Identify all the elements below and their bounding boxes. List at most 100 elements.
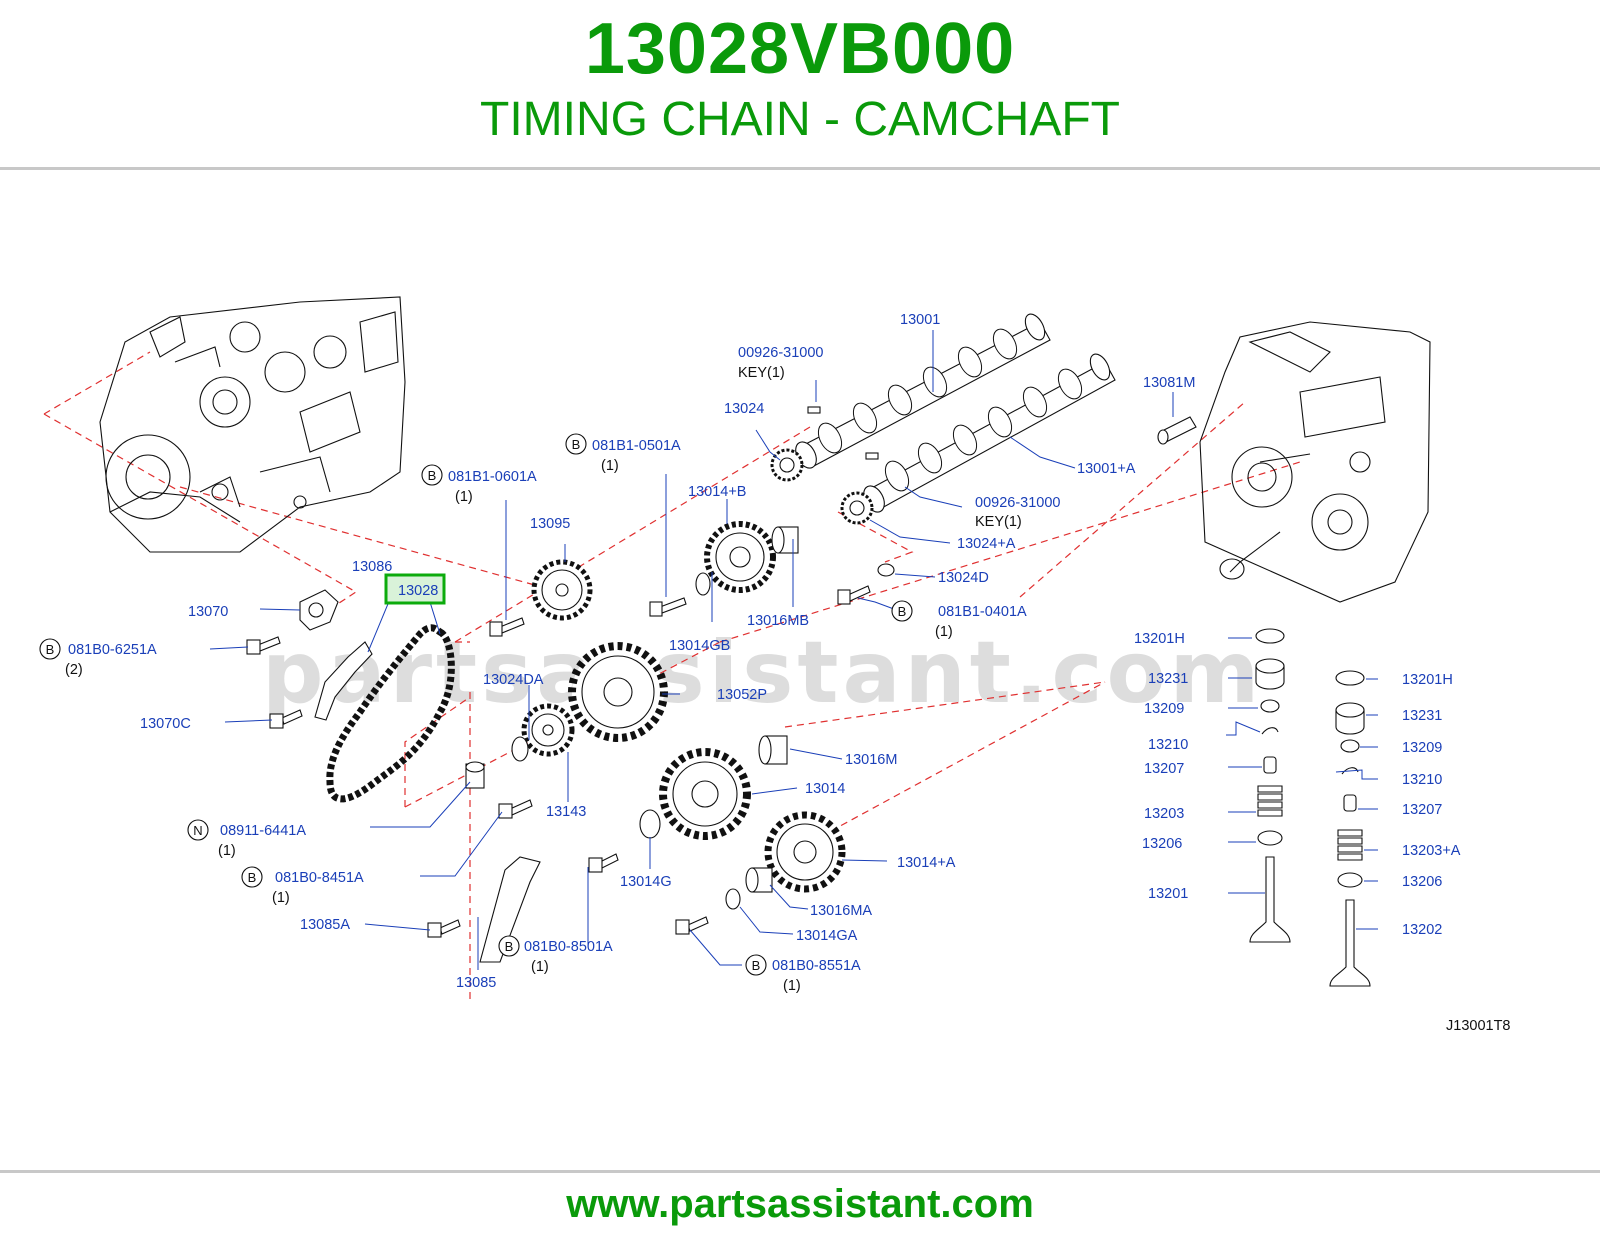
watermark-text: partsassistant.com [262,623,1263,723]
callout-13016M: 13016M [845,752,897,768]
guide-13086 [314,641,373,721]
gear-13014B [704,521,776,593]
cam-sprocket-13024 [770,448,804,482]
callout-13014A: 13014+A [897,855,956,871]
callout-13081M: 13081M [1143,375,1195,391]
bolt-marker-0401A: B [898,604,907,619]
washer-13024DA [511,736,529,762]
callout-13016MA: 13016MA [810,903,872,919]
guide-13085 [479,856,541,963]
callout-13201-left: 13201 [1148,886,1188,902]
parts-diagram: partsassistant.com [0,262,1600,1074]
callout-13085: 13085 [456,975,496,991]
callout-13203A-right: 13203+A [1402,843,1461,859]
callout-13231-right: 13231 [1402,708,1442,724]
bolts [246,585,871,938]
highlight-box-13028 [384,573,446,605]
callout-13070: 13070 [188,604,228,620]
callout-13001A: 13001+A [1077,461,1136,477]
callout-13014: 13014 [805,781,845,797]
gear-13143 [521,703,575,757]
assembly-reference-lines [43,351,1301,1002]
callout-081B0-8551A: 081B0-8551A [772,958,861,974]
camshaft-lower [863,353,1116,513]
gear-13052P [568,642,668,742]
leader-lines [209,330,1378,970]
qty-0401A: (1) [935,624,953,640]
callout-00926-a: 00926-31000 [738,345,823,361]
timing-chain-13028 [326,624,455,803]
callout-13210-right: 13210 [1402,772,1442,788]
footer-url-link[interactable]: www.partsassistant.com [566,1182,1034,1226]
callout-13095: 13095 [530,516,570,532]
bolt-marker-0501A: B [572,437,581,452]
callout-13014GB: 13014GB [669,638,730,654]
camshaft-key-lower [865,452,879,460]
callout-key-b: KEY(1) [975,514,1022,530]
qty-8551A: (1) [783,978,801,994]
callout-13014G: 13014G [620,874,672,890]
callout-13201H-right: 13201H [1402,672,1453,688]
page-header: 13028VB000 TIMING CHAIN - CAMCHAFT [0,0,1600,170]
callout-13207-left: 13207 [1144,761,1184,777]
callout-13016MB: 13016MB [747,613,809,629]
collar-08911 [465,761,485,789]
gear-13014 [659,748,751,840]
callout-13024A: 13024+A [957,536,1016,552]
callout-13014B: 13014+B [688,484,746,500]
callout-13209-left: 13209 [1144,701,1184,717]
bolt-marker-0601A: B [428,468,437,483]
tensioner-13070 [299,589,339,631]
circle-markers: B B B B N B B B [39,433,913,976]
pin-13081M [1157,416,1197,445]
callout-13086: 13086 [352,559,392,575]
footer-divider [0,1170,1600,1173]
callout-081B1-0401A: 081B1-0401A [938,604,1027,620]
callout-13207-right: 13207 [1402,802,1442,818]
callout-13024D: 13024D [938,570,989,586]
gear-13095 [531,559,593,621]
callout-key-a: KEY(1) [738,365,785,381]
camshaft-key-upper [807,406,821,414]
part-number: 13028VB000 [584,9,1016,89]
callout-13085A: 13085A [300,917,350,933]
callout-13203-left: 13203 [1144,806,1184,822]
diagram-svg: partsassistant.com [39,296,1511,1034]
bolt-marker-6251A: B [46,642,55,657]
callout-13052P: 13052P [717,687,767,703]
callout-13024DA: 13024DA [483,672,544,688]
qty-0501A: (1) [601,458,619,474]
hub-13016M [758,735,788,765]
callout-13014GA: 13014GA [796,928,858,944]
bolt-marker-8501A: B [505,939,514,954]
callout-13070C: 13070C [140,716,191,732]
bolt-marker-8451A: B [248,870,257,885]
bolt-marker-8551A: B [752,958,761,973]
callout-00926-b: 00926-31000 [975,495,1060,511]
callout-081B0-6251A: 081B0-6251A [68,642,157,658]
callout-13028: 13028 [398,583,438,599]
gear-13014A [764,811,846,893]
callout-13231-left: 13231 [1148,671,1188,687]
callout-13209-right: 13209 [1402,740,1442,756]
callout-08911-6441A: 08911-6441A [220,823,306,839]
part-title: TIMING CHAIN - CAMCHAFT [480,93,1120,146]
valve-set-left [1249,628,1291,943]
callout-081B0-8451A: 081B0-8451A [275,870,364,886]
washer-13014G [639,809,661,839]
callout-081B1-0501A: 081B1-0501A [592,438,681,454]
qty-8501A: (1) [531,959,549,975]
qty-6251A: (2) [65,662,83,678]
callout-13206-right: 13206 [1402,874,1442,890]
diagram-code: J13001T8 [1446,1018,1511,1034]
callout-081B1-0601A: 081B1-0601A [448,469,537,485]
engine-block-illustration [1199,321,1431,603]
callout-13206-left: 13206 [1142,836,1182,852]
cylinder-head-illustration [99,296,406,553]
callout-13001: 13001 [900,312,940,328]
callout-13143: 13143 [546,804,586,820]
nut-marker-08911: N [193,823,202,838]
washer-13014GB [695,572,711,596]
hub-13016MB [771,526,799,554]
header-divider [0,167,1600,170]
